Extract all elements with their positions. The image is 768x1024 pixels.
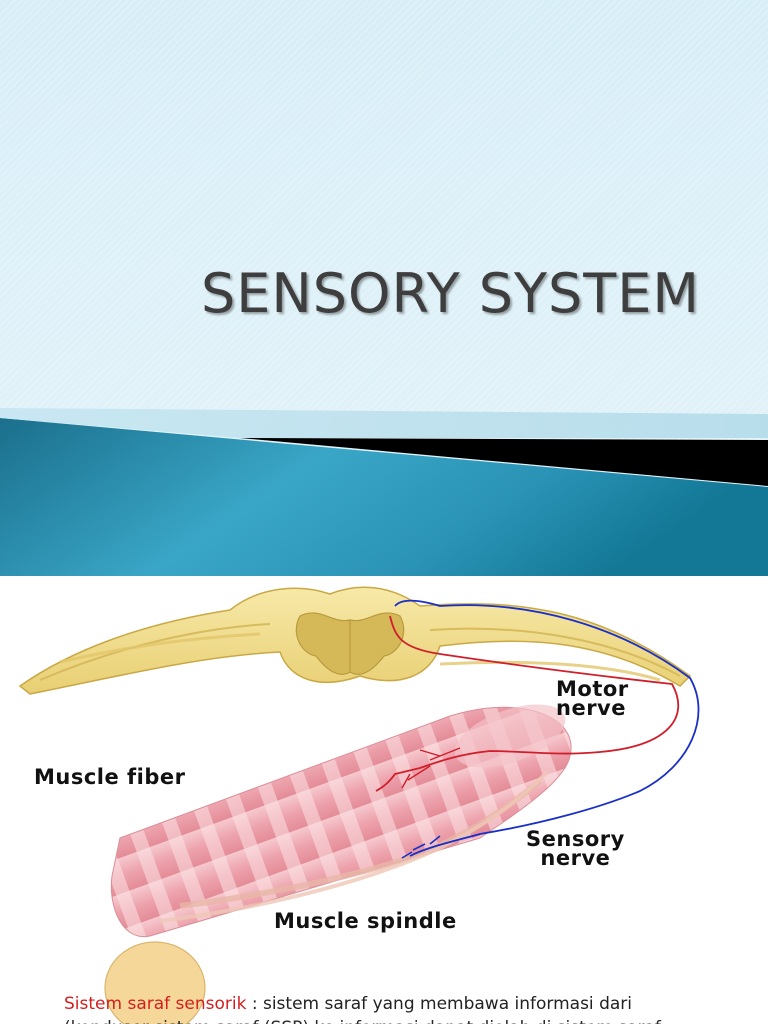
sensory-nerve — [394, 599, 700, 857]
slide-title: SENSORY SYSTEM — [200, 262, 700, 325]
diagram-slide: Motor nerve Muscle fiber Sensory nerve M… — [0, 576, 768, 1024]
muscle-fiber — [110, 704, 572, 938]
label-muscle-spindle: Muscle spindle — [274, 909, 457, 933]
caption-line2: (konduser sistem saraf (SSP) ke informas… — [64, 1016, 764, 1024]
decorative-band — [0, 408, 768, 576]
label-sensory-nerve: Sensory nerve — [526, 827, 625, 870]
motor-nerve — [375, 615, 680, 792]
lower-structure — [104, 941, 206, 1024]
muscle-spindle-diagram — [18, 586, 700, 1024]
label-muscle-fiber: Muscle fiber — [34, 765, 186, 789]
title-slide: SENSORY SYSTEM — [0, 0, 768, 576]
spinal-cord — [18, 586, 692, 695]
caption: Sistem saraf sensorik : sistem saraf yan… — [64, 992, 764, 1024]
label-motor-nerve: Motor nerve — [556, 677, 629, 720]
caption-term: Sistem saraf sensorik — [64, 994, 247, 1014]
caption-text: : sistem saraf yang membawa informasi da… — [246, 994, 632, 1014]
